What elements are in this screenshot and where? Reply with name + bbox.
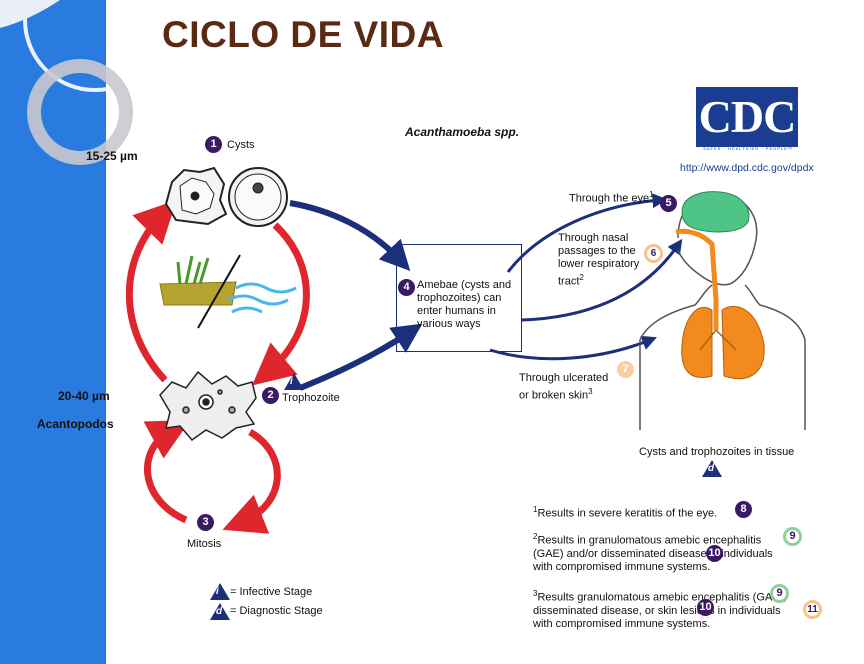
- encystment-arrow: [251, 222, 310, 386]
- cyst-size-label: 15-25 µm: [86, 149, 138, 163]
- legend-infective-label: = Infective Stage: [230, 586, 313, 598]
- route-7-badge: 7: [617, 361, 634, 378]
- route-7-label: Through ulcerated or broken skin3: [519, 372, 609, 402]
- result-11-badge: 11: [803, 600, 822, 619]
- cysts-to-humans-arrow: [289, 200, 411, 271]
- acanthopods-label: Acantopodos: [37, 417, 114, 431]
- excystment-arrow: [125, 199, 177, 383]
- right-lung: [721, 305, 765, 380]
- result-3-text: 3Results granulomatous amebic encephalit…: [533, 589, 787, 630]
- route-5-badge: 5: [660, 195, 677, 212]
- result-8-badge: 8: [735, 501, 752, 518]
- organism-name: Acanthamoeba spp.: [405, 125, 520, 139]
- stage-1-label: Cysts: [227, 139, 255, 151]
- mitosis-arrow-left: [143, 419, 191, 524]
- result-9-badge-a: 9: [783, 527, 802, 546]
- trophozoite-illustration: [159, 370, 257, 442]
- cyst-illustration: [164, 166, 288, 227]
- mitosis-arrow-right: [222, 428, 281, 534]
- result-10-badge-a: 10: [706, 545, 723, 562]
- left-lung: [681, 307, 713, 378]
- diagnostic-stage-icon: d: [702, 460, 722, 477]
- stage-1-badge: 1: [205, 136, 222, 153]
- result-1-text: 1Results in severe keratitis of the eye.: [533, 505, 718, 520]
- stage-4-badge: 4: [398, 279, 415, 296]
- legend-diagnostic-icon: d: [210, 603, 230, 620]
- trophozoite-size-label: 20-40 µm: [58, 389, 110, 403]
- airway: [675, 228, 719, 330]
- cdc-logo: CDC: [696, 87, 798, 147]
- slide-title: CICLO DE VIDA: [162, 14, 444, 55]
- route-nasal-arrow: [521, 238, 683, 322]
- stage-3-badge: 3: [197, 514, 214, 531]
- stage-2-badge: 2: [262, 387, 279, 404]
- infective-stage-icon: i: [284, 373, 304, 390]
- cdc-tagline: SAFER · HEALTHIER · PEOPLE™: [703, 146, 793, 151]
- result-2-text: 2Results in granulomatous amebic encepha…: [533, 532, 773, 573]
- route-5-label: Through the eye1: [569, 190, 654, 205]
- legend-diagnostic-label: = Diagnostic Stage: [230, 605, 323, 617]
- cdc-url: http://www.dpd.cdc.gov/dpdx: [680, 162, 814, 174]
- stage-4-label: Amebae (cysts and trophozoites) can ente…: [417, 279, 512, 330]
- result-9-badge-b: 9: [770, 584, 789, 603]
- sidebar-background: [0, 0, 106, 664]
- entry-box: [396, 244, 522, 352]
- route-skin-arrow: [489, 335, 657, 361]
- stage-3-label: Mitosis: [187, 538, 222, 550]
- legend-infective-icon: i: [210, 583, 230, 600]
- route-6-label: Through nasal passages to the lower resp…: [558, 232, 640, 288]
- result-10-badge-b: 10: [697, 599, 714, 616]
- stage-2-label: Trophozoite: [282, 392, 340, 404]
- route-eye-arrow: [506, 193, 668, 273]
- soil-water-illustration: [159, 254, 297, 329]
- route-6-badge: 6: [644, 244, 663, 263]
- decorative-rings: [0, 0, 140, 165]
- tissue-label: Cysts and trophozoites in tissue: [639, 446, 795, 458]
- trophozoite-to-humans-arrow: [298, 323, 423, 391]
- brain: [681, 191, 750, 233]
